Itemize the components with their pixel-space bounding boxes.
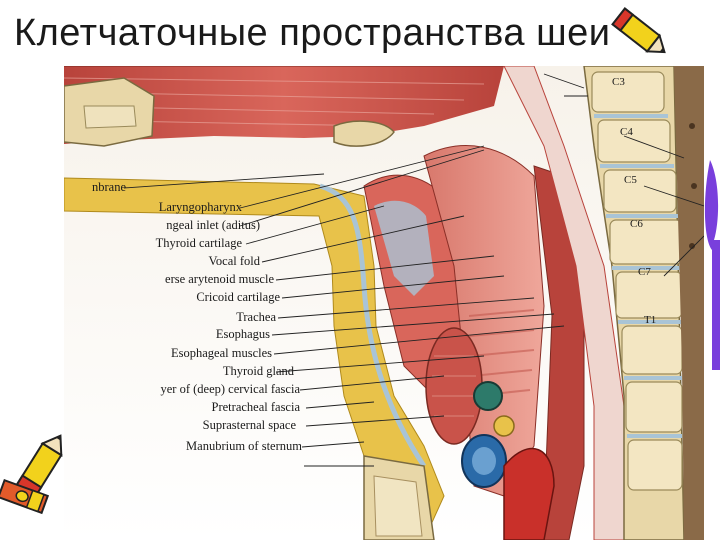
- vertebra-label: T1: [644, 314, 657, 326]
- figure-label: yer of (deep) cervical fascia: [160, 382, 301, 396]
- vertebra-label: C4: [620, 126, 633, 138]
- figure-label: ngeal inlet (aditus): [166, 218, 260, 232]
- figure-label: Vocal fold: [208, 254, 261, 268]
- figure-label: Thyroid gland: [222, 364, 294, 378]
- figure-label: Pretracheal fascia: [211, 400, 300, 414]
- figure-label: Esophageal muscles: [170, 346, 272, 360]
- pencil-icon: [0, 434, 63, 515]
- slide-title: Клетчаточные пространства шеи: [14, 12, 611, 54]
- marker-icon: [704, 160, 720, 370]
- figure-label: Suprasternal space: [202, 418, 296, 432]
- vertebra-label: C5: [624, 174, 637, 186]
- vertebra-label: C6: [630, 218, 643, 230]
- pencil-icon: [611, 7, 666, 54]
- figure-label: erse arytenoid muscle: [165, 272, 274, 286]
- vertebra-label: C3: [612, 76, 625, 88]
- figure-label: Esophagus: [215, 327, 270, 341]
- neck-sagittal-illustration: [64, 66, 704, 540]
- figure-label: Laryngopharynx: [158, 200, 242, 214]
- figure-label: Cricoid cartilage: [196, 290, 280, 304]
- anatomy-figure: C3 C4 C5 C6 C7 T1 nbrane Laryngopharynx …: [64, 66, 704, 540]
- figure-label: Trachea: [236, 310, 276, 324]
- figure-label: Thyroid cartilage: [155, 236, 242, 250]
- vertebra-label: C7: [638, 266, 651, 278]
- figure-label: Manubrium of sternum: [186, 439, 302, 453]
- figure-label: nbrane: [91, 180, 126, 194]
